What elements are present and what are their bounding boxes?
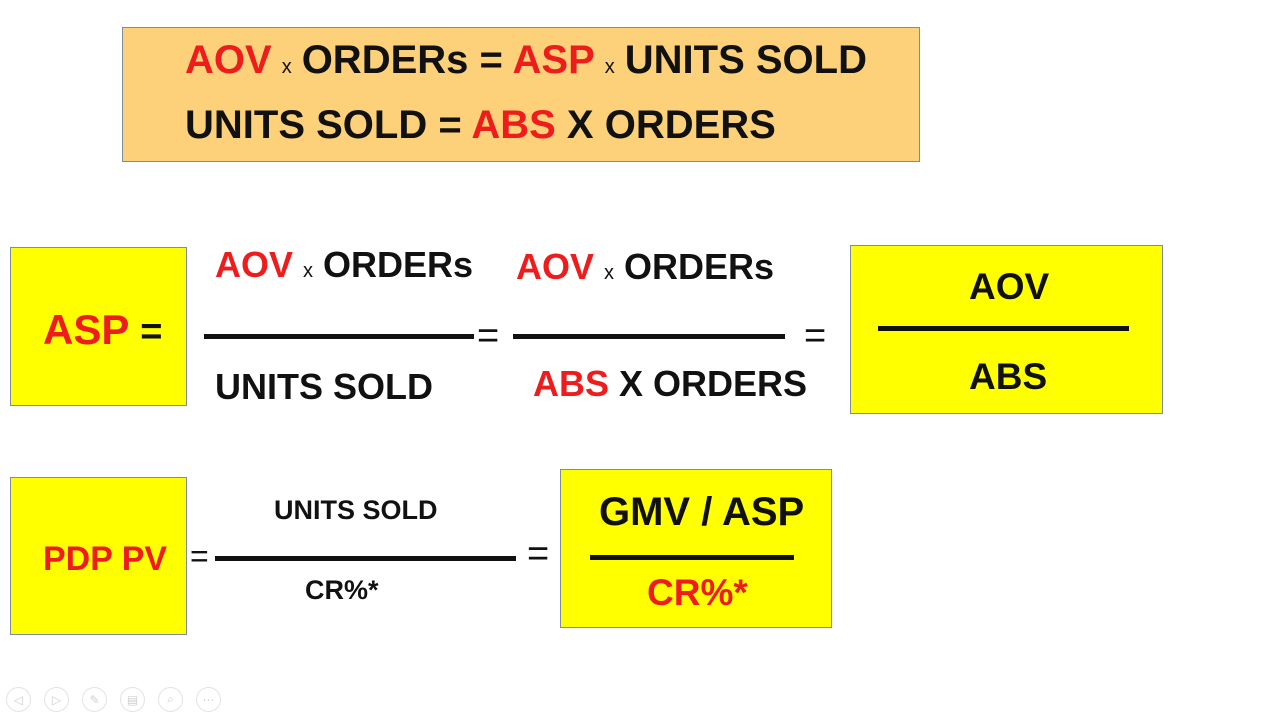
pdp-result-box — [560, 469, 832, 628]
equals-sign: = — [140, 311, 163, 353]
pdp-fraction-bar — [215, 556, 516, 561]
next-slide-button[interactable]: ▷ — [44, 687, 69, 712]
abs-term: ABS — [533, 363, 610, 404]
times-sign: x — [281, 56, 292, 78]
aov-term: AOV — [215, 244, 294, 285]
asp-result-denominator: ABS — [969, 356, 1048, 397]
previous-icon: ◁ — [13, 692, 24, 707]
asp-result-bar — [878, 326, 1129, 331]
x-orders-term: X ORDERS — [566, 103, 776, 147]
previous-slide-button[interactable]: ◁ — [6, 687, 31, 712]
times-sign: x — [303, 260, 314, 282]
fraction-1-bar — [204, 334, 474, 339]
times-sign: x — [604, 262, 615, 284]
fraction-1-denominator: UNITS SOLD — [215, 366, 434, 407]
asp-term: ASP — [512, 38, 595, 82]
asp-result-numerator: AOV — [969, 266, 1050, 307]
pdp-label: PDP PV — [43, 540, 168, 578]
units-sold-term: UNITS SOLD — [624, 38, 867, 82]
equals-sign: = — [804, 315, 827, 357]
equals-sign: = — [477, 315, 500, 357]
more-icon: ⋯ — [202, 692, 215, 707]
fraction-2-denominator: ABS X ORDERS — [533, 366, 807, 402]
pdp-result-numerator: GMV / ASP — [599, 490, 805, 534]
fraction-2-numerator: AOV x ORDERs — [516, 249, 774, 285]
aov-term: AOV — [516, 246, 595, 287]
fraction-1-numerator: AOV x ORDERs — [215, 247, 473, 283]
times-sign: x — [604, 56, 615, 78]
asp-label-box — [10, 247, 187, 406]
slides-grid-icon: ▤ — [126, 692, 139, 707]
pdp-label-box — [10, 477, 187, 635]
see-all-slides-button[interactable]: ▤ — [120, 687, 145, 712]
equals-sign: = — [527, 533, 550, 575]
banner-line-2: UNITS SOLD = ABS X ORDERS — [185, 105, 776, 145]
abs-term: ABS — [471, 103, 556, 147]
asp-label: ASP = — [43, 306, 163, 353]
aov-term: AOV — [185, 38, 272, 82]
zoom-icon: ⌕ — [167, 692, 174, 706]
pdp-fraction-numerator: UNITS SOLD — [274, 495, 438, 525]
pdp-fraction-denominator: CR%* — [305, 575, 379, 605]
banner-line-1: AOV x ORDERs = ASP x UNITS SOLD — [185, 40, 867, 80]
asp-label-text: ASP — [43, 306, 129, 353]
x-orders-term: X ORDERS — [619, 363, 808, 404]
next-icon: ▷ — [51, 692, 62, 707]
pen-button[interactable]: ✎ — [82, 687, 107, 712]
pdp-result-denominator: CR%* — [647, 572, 748, 613]
fraction-2-bar — [513, 334, 785, 339]
orders-term: ORDERs — [323, 244, 474, 285]
orders-term: ORDERs — [624, 246, 775, 287]
formula-banner — [122, 27, 920, 162]
more-options-button[interactable]: ⋯ — [196, 687, 221, 712]
zoom-button[interactable]: ⌕ — [158, 687, 183, 712]
pdp-result-bar — [590, 555, 794, 560]
orders-equals: ORDERs = — [301, 38, 503, 82]
units-sold-equals: UNITS SOLD = — [185, 103, 462, 147]
pen-icon: ✎ — [89, 692, 100, 707]
equals-sign: = — [190, 538, 209, 574]
